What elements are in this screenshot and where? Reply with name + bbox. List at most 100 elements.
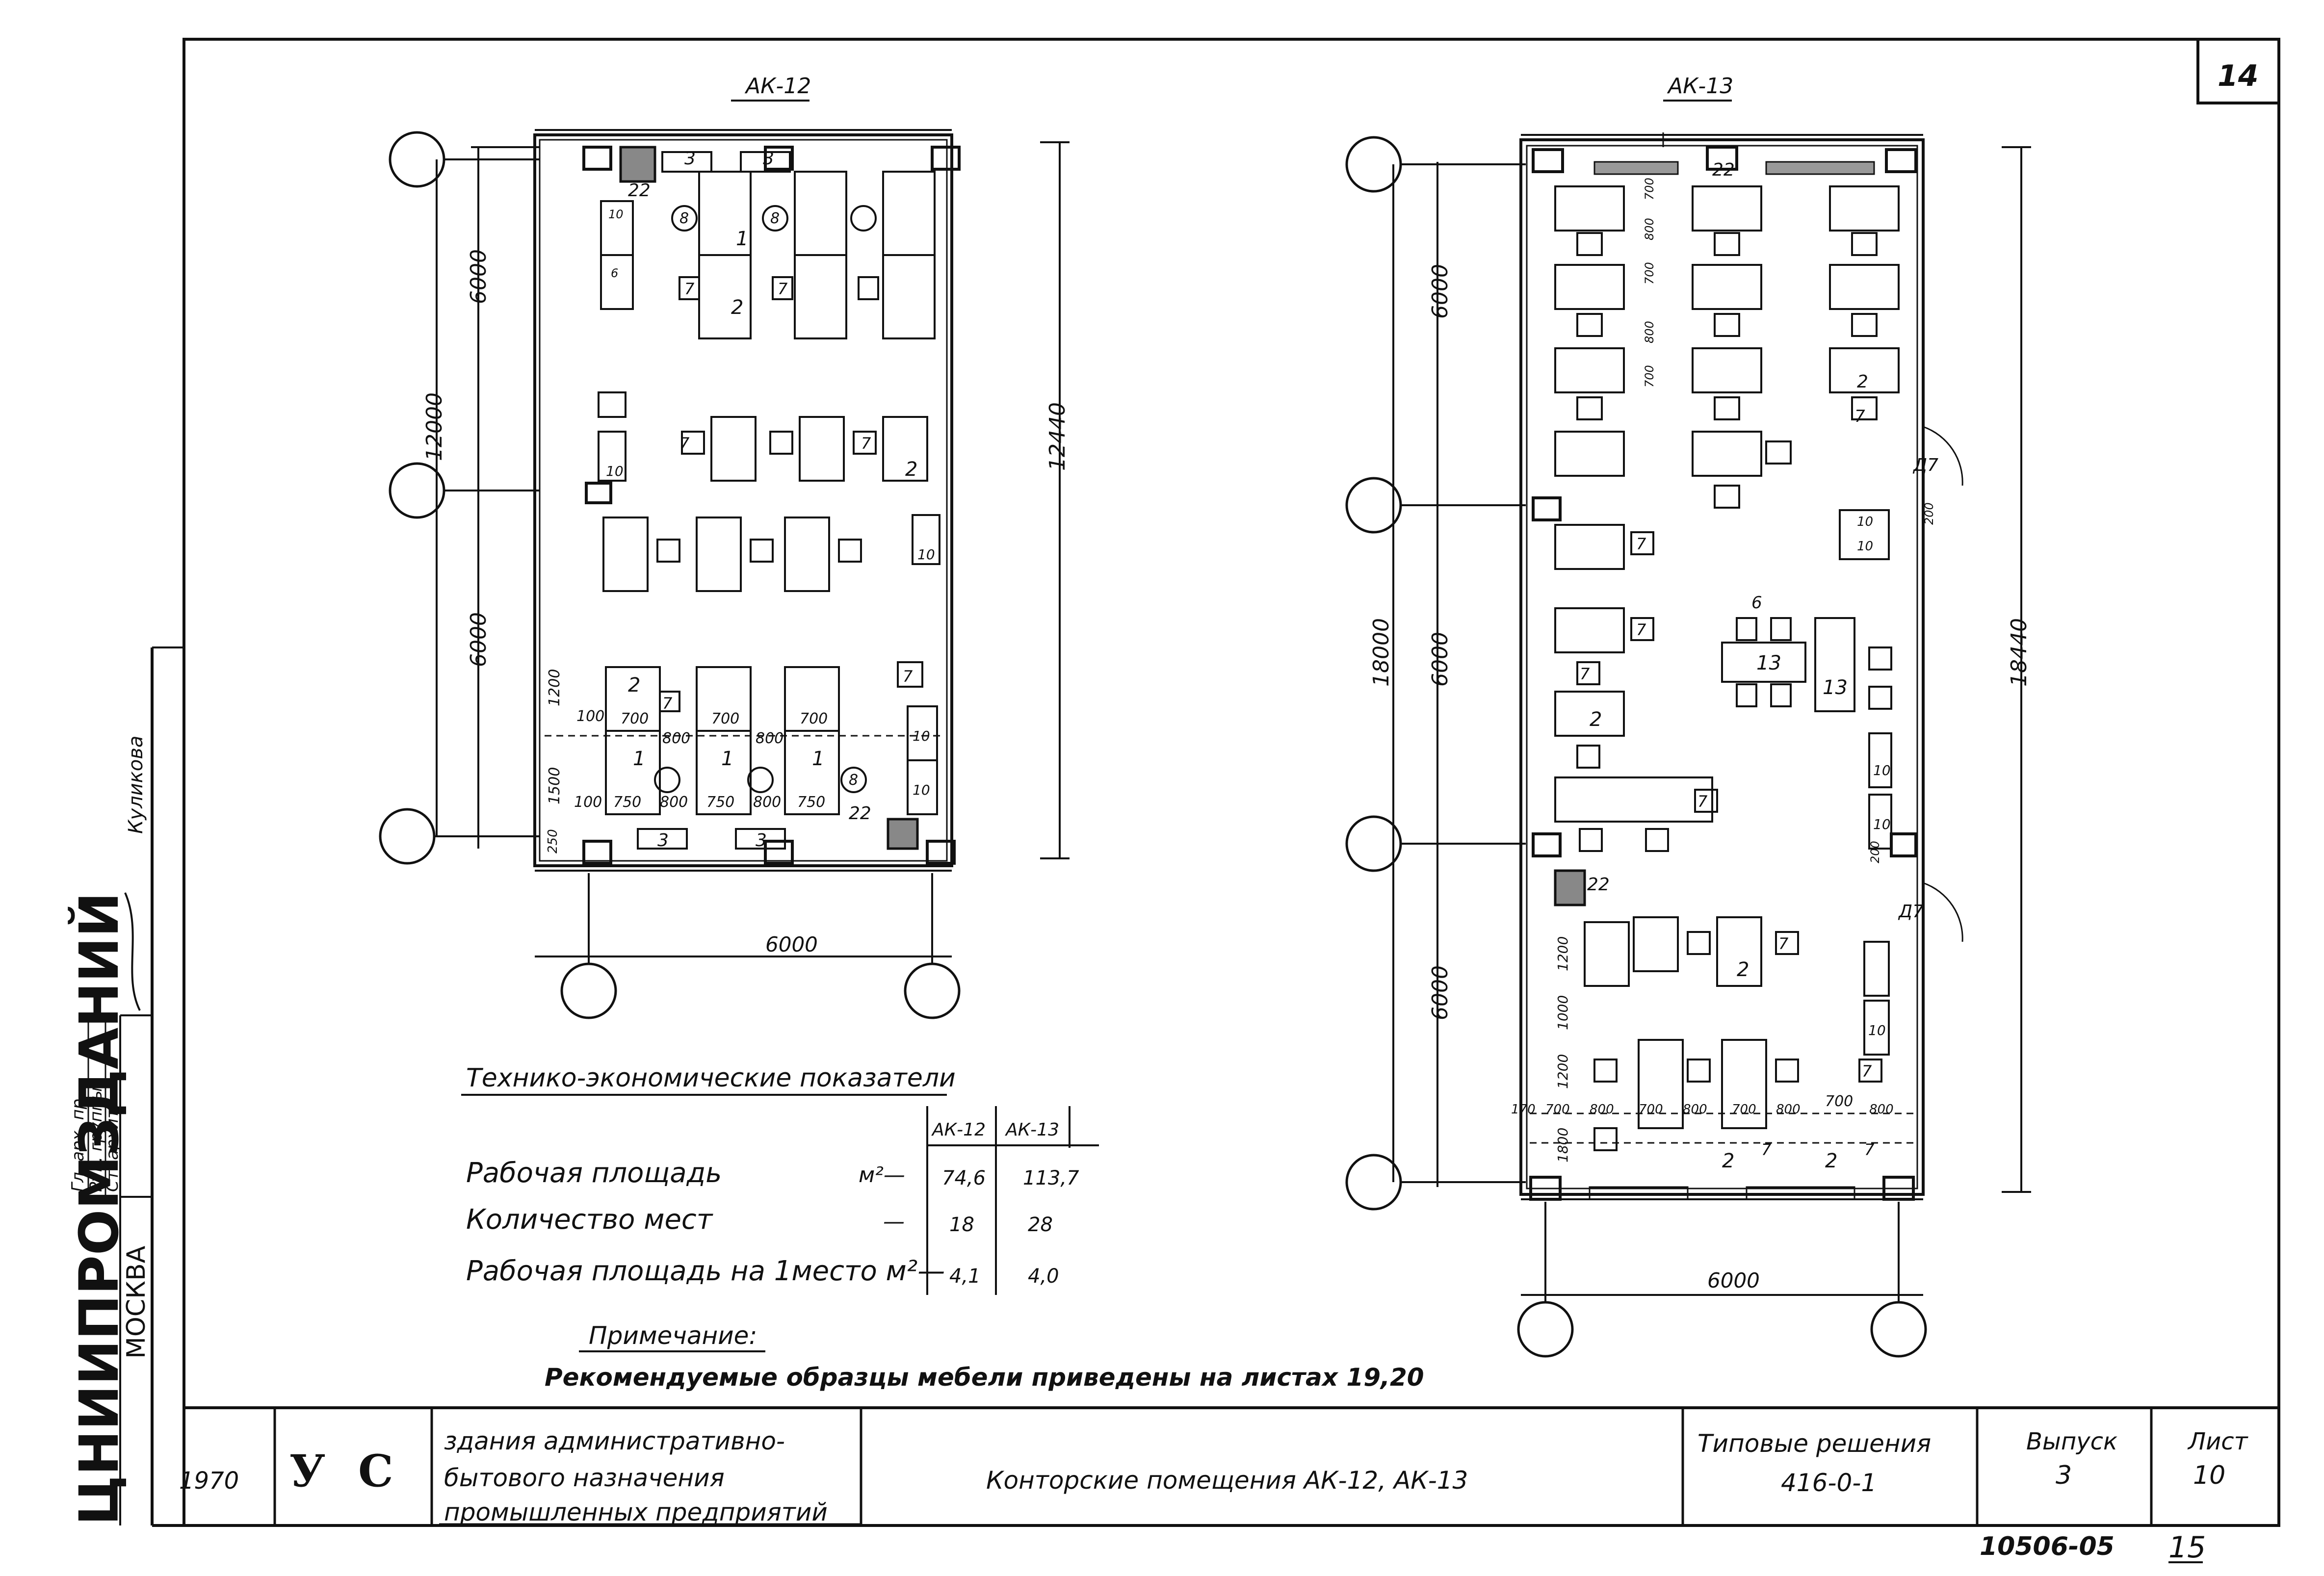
ak12-leftdim: 1500 bbox=[546, 767, 563, 804]
ak13-bottomdim: 800 bbox=[1590, 1102, 1614, 1117]
plan-ak13 bbox=[1345, 100, 2031, 1358]
note-title: Примечание: bbox=[589, 1321, 757, 1350]
ak13-mark: 13 bbox=[1756, 652, 1781, 674]
plan-ak13-title: АК-13 bbox=[1667, 74, 1733, 99]
ak13-topdim: 700 bbox=[1643, 262, 1656, 284]
ak12-mark: 7 bbox=[778, 280, 788, 298]
sheet-number-box: 14 bbox=[2196, 38, 2280, 104]
ak12-dim-width: 6000 bbox=[765, 932, 818, 956]
ak12-rowdim: 700 bbox=[711, 710, 739, 727]
stamp-signature-name: Куликова bbox=[125, 736, 147, 834]
title-block-text: 1970 У С здания административно- бытовог… bbox=[179, 1427, 2249, 1526]
ak12-mark: 22 bbox=[628, 181, 651, 201]
indicator-value-ak12: 74,6 bbox=[942, 1167, 986, 1189]
sheet-frame bbox=[119, 38, 2280, 1527]
title-building-type: бытового назначения bbox=[444, 1464, 725, 1492]
ak13-mark: 7 bbox=[1862, 1062, 1872, 1081]
ak12-dim-top: 6000 bbox=[466, 249, 491, 304]
ak13-mark: 13 bbox=[1823, 676, 1848, 699]
ak12-mark: 7 bbox=[662, 694, 673, 713]
ak13-mark: 6 bbox=[1751, 593, 1762, 613]
ak12-mark: 2 bbox=[731, 296, 743, 319]
indicator-value-ak13: 4,0 bbox=[1028, 1265, 1059, 1288]
ak12-rowdim: 800 bbox=[662, 730, 690, 747]
stamp-role: Рук. группы bbox=[86, 1087, 106, 1192]
title-block bbox=[273, 1408, 2153, 1525]
title-drawing: Конторские помещения АК-12, АК-13 bbox=[986, 1466, 1468, 1495]
title-building-type: промышленных предприятий bbox=[444, 1498, 828, 1526]
ak13-bottomdim: 700 bbox=[1825, 1093, 1853, 1110]
indicator-unit: м²— bbox=[859, 1163, 905, 1188]
ak12-rowdim: 750 bbox=[613, 794, 641, 811]
sheet-number: 14 bbox=[2218, 59, 2259, 93]
ak13-bottomdim: 800 bbox=[1869, 1102, 1894, 1117]
ak13-bottomdim: 170 bbox=[1511, 1102, 1536, 1117]
plan-ak12-labels: 6000 12000 6000 12440 6000 100 700 700 7… bbox=[422, 149, 1070, 956]
title-sheet-value: 10 bbox=[2193, 1461, 2225, 1490]
ak13-mark: 7 bbox=[1864, 1140, 1875, 1159]
plan-ak12-title: АК-12 bbox=[744, 74, 811, 99]
title-issue-label: Выпуск bbox=[2026, 1428, 2117, 1455]
ak13-leftdim: 1800 bbox=[1555, 1128, 1571, 1163]
title-issue-value: 3 bbox=[2056, 1461, 2072, 1490]
footer-page: 15 bbox=[2168, 1530, 2206, 1565]
ak12-dim-inner: 12000 bbox=[422, 392, 447, 461]
ak13-mark: 2 bbox=[1737, 958, 1749, 981]
title-building-type: здания административно- bbox=[444, 1427, 785, 1455]
ak12-mark: 7 bbox=[679, 434, 690, 453]
ak12-rowdim: 700 bbox=[621, 710, 649, 727]
ak13-bottomdim: 700 bbox=[1639, 1102, 1663, 1117]
ak13-dim-mid: 6000 bbox=[1428, 632, 1453, 687]
indicators-title: Технико-экономические показатели bbox=[466, 1063, 956, 1093]
ak13-mark: 2 bbox=[1825, 1150, 1837, 1172]
ak13-door-label: Д7 bbox=[1912, 455, 1938, 475]
ak13-door-label: Д7 bbox=[1898, 902, 1924, 922]
footer-inventory: 10506-05 bbox=[1980, 1532, 2115, 1561]
indicator-value-ak13: 113,7 bbox=[1023, 1167, 1079, 1189]
ak13-mark: 7 bbox=[1636, 620, 1646, 639]
ak13-mark: 10 bbox=[1857, 539, 1873, 554]
ak12-rowdim: 800 bbox=[753, 794, 781, 811]
stamp-org: ЦНИИПРОМЗДАНИЙ bbox=[67, 892, 131, 1525]
indicator-value-ak13: 28 bbox=[1028, 1214, 1053, 1236]
ak12-mark: 7 bbox=[684, 280, 695, 298]
ak12-mark: 10 bbox=[608, 207, 624, 221]
ak12-mark: 8 bbox=[679, 210, 689, 227]
ak13-bottomdim: 700 bbox=[1545, 1102, 1570, 1117]
ak13-door-dim: 200 bbox=[1922, 502, 1936, 525]
ak12-mark: 1 bbox=[721, 748, 733, 770]
signature-stroke bbox=[124, 892, 141, 1011]
ak12-mark: 22 bbox=[849, 803, 871, 824]
ak13-leftdim: 1200 bbox=[1555, 936, 1571, 971]
stamp-role: Гл. арх. пр. bbox=[68, 1093, 88, 1192]
ak12-leftdim: 250 bbox=[546, 829, 560, 853]
ak12-mark: 1 bbox=[633, 748, 645, 770]
ak12-rowdim: 800 bbox=[756, 730, 783, 747]
ak12-mark: 1 bbox=[736, 228, 748, 250]
ak12-mark: 2 bbox=[905, 458, 917, 481]
title-year: 1970 bbox=[179, 1467, 239, 1495]
ak13-topdim: 800 bbox=[1643, 218, 1656, 240]
indicator-label: Количество мест bbox=[466, 1204, 713, 1236]
ak13-mark: 7 bbox=[1636, 535, 1646, 553]
ak12-rowdim: 750 bbox=[797, 794, 825, 811]
ak12-mark: 3 bbox=[684, 149, 696, 169]
title-code-letter: С bbox=[358, 1445, 393, 1497]
ak13-mark: 10 bbox=[1873, 762, 1891, 778]
radiator-22-bottom bbox=[887, 818, 919, 850]
indicator-value-ak12: 18 bbox=[949, 1214, 974, 1236]
ak13-mark: 2 bbox=[1590, 708, 1602, 731]
note-text: Рекомендуемые образцы мебели приведены н… bbox=[545, 1363, 1424, 1392]
stamp-city: МОСКВА bbox=[122, 1245, 151, 1359]
stamp-role: Ст. архит. bbox=[103, 1104, 122, 1192]
ak13-mark: 22 bbox=[1712, 160, 1735, 180]
ak12-rowdim: 100 bbox=[574, 794, 602, 811]
ak12-mark: 10 bbox=[917, 546, 935, 563]
side-stamp: Гл. арх. пр. Рук. группы Ст. архит. Кули… bbox=[67, 736, 151, 1525]
radiator-22-top bbox=[619, 146, 656, 183]
plan-ak12: АК-12 bbox=[379, 74, 1070, 1019]
ak12-mark: 7 bbox=[903, 667, 913, 686]
ak13-mark: 10 bbox=[1868, 1022, 1886, 1038]
ak13-mark: 2 bbox=[1722, 1150, 1734, 1172]
